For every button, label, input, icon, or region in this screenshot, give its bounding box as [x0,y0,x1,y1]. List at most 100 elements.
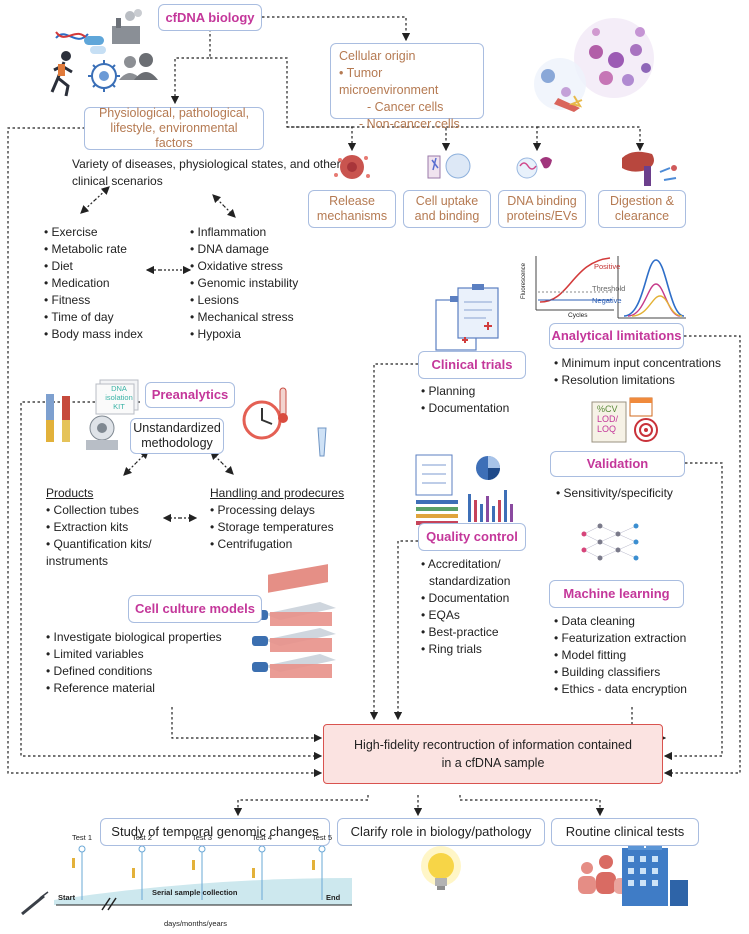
ml-list: • Data cleaning • Featurization extracti… [554,613,687,698]
list-item: • Minimum input concentrations [554,356,721,370]
dna-binding-box: DNA binding proteins/EVs [498,190,586,228]
clinical-trials-list: • Planning • Documentation [421,383,509,417]
timeline-graphic [21,845,352,916]
list-item: • Data cleaning [554,614,635,628]
pill-icon [84,36,104,45]
list-item: • Processing delays [210,503,315,517]
factors-box: Physiological, pathological, lifestyle, … [84,106,264,150]
list-item: • Best-practice [421,625,499,639]
list-item: • Inflammation [190,225,267,239]
handling-heading: Handling and prodecures [210,486,345,500]
list-item: • DNA damage [190,242,269,256]
timeline-collection: Serial sample collection [152,888,238,897]
quality-control-title: Quality control [418,523,526,551]
list-item: • EQAs [421,608,460,622]
kit-label-text: DNA isolation KIT [105,384,133,411]
lightbulb-icon [421,846,461,890]
factors-subtitle-text: Variety of diseases, physiological state… [72,157,341,188]
validation-icon-text: %CV LOD/ LOQ [597,404,618,434]
timeline-test-5: Test 5 [312,833,333,842]
handling-list: Handling and prodecures • Processing del… [210,485,344,553]
list-item: • Body mass index [44,327,143,341]
list-item: • Mechanical stress [190,310,294,324]
list-item: • Reference material [46,681,155,695]
chart-label-negative: Negative [592,296,622,305]
list-item: • Genomic instability [190,276,299,290]
timeline-test-2: Test 2 [132,833,153,842]
clock-thermometer-icon [242,387,327,457]
quality-charts-icon [415,454,513,525]
list-item: • Featurization extraction [554,631,687,645]
cellular-origin-item: - Non-cancer cells [359,117,460,131]
list-item: • Planning [421,384,476,398]
icon-text-line: LOQ [597,424,617,434]
factors-right-list: • Inflammation • DNA damage • Oxidative … [190,224,298,343]
dna-icon [55,31,89,41]
neural-network-icon [581,523,639,561]
products-list: Products • Collection tubes • Extraction… [46,485,152,570]
kit-label: DNA isolation KIT [100,384,138,411]
clinical-trials-title: Clinical trials [418,351,526,379]
list-item: • Centrifugation [210,537,293,551]
list-item: • Storage temperatures [210,520,334,534]
runner-icon [50,51,73,97]
analytical-limitations-title: Analytical limitations [549,323,684,349]
cell-culture-title: Cell culture models [128,595,262,623]
release-icon [334,155,370,179]
list-item: • Documentation [421,401,510,415]
list-item: • Lesions [190,293,239,307]
factory-icon [112,9,142,44]
machine-learning-title: Machine learning [549,580,684,608]
lab-equipment-icon [46,379,139,450]
dna-binding-icon [516,157,552,179]
cells-icon [534,18,654,112]
factors-left-list: • Exercise • Metabolic rate • Diet • Med… [44,224,143,343]
chart-label-threshold: Threshold [592,284,626,293]
list-item: • Fitness [44,293,91,307]
chart-label-positive: Positive [594,262,621,271]
list-item: • Extraction kits [46,520,129,534]
outcome-biology: Clarify role in biology/pathology [337,818,545,846]
cellular-origin-title: Cellular origin [339,49,416,63]
cell-uptake-box: Cell uptake and binding [403,190,491,228]
cell-uptake-icon [427,153,471,179]
list-item: • Time of day [44,310,114,324]
quality-list: • Accreditation/ standardization • Docum… [421,556,510,658]
list-item: • Documentation [421,591,510,605]
icon-text-line: LOD/ [597,414,619,424]
icon-text-line: %CV [597,404,618,414]
list-item: • Oxidative stress [190,259,283,273]
center-box: High-fidelity recontruction of informati… [323,724,663,784]
list-item: • Defined conditions [46,664,153,678]
list-item: instruments [46,554,109,568]
validation-icon [591,397,658,443]
digestion-icon [622,151,677,186]
factors-subtitle: Variety of diseases, physiological state… [72,156,342,190]
list-item: • Diet [44,259,73,273]
list-item: • Ring trials [421,642,482,656]
list-item: • Hypoxia [190,327,241,341]
list-item: • Metabolic rate [44,242,127,256]
list-item: standardization [429,574,511,588]
timeline-start: Start [58,893,76,902]
outcome-temporal: Study of temporal genomic changes [100,818,330,846]
list-item: • Sensitivity/specificity [556,486,673,500]
timeline-test-3: Test 3 [192,833,213,842]
list-item: • Model fitting [554,648,627,662]
validation-title: Validation [550,451,685,477]
outcome-clinical-tests: Routine clinical tests [551,818,699,846]
pill-icon [90,46,106,54]
timeline-end: End [326,893,341,902]
list-item: • Limited variables [46,647,144,661]
timeline-test-4: Test 4 [252,833,273,842]
list-item: • Collection tubes [46,503,139,517]
list-item: • Exercise [44,225,98,239]
cellular-origin-box: Cellular origin • Tumor microenvironment… [330,43,484,131]
amplification-chart-icon [535,256,686,319]
timeline-duration: days/months/years [164,919,227,928]
cfdna-biology-title: cfDNA biology [158,4,262,31]
list-item: • Investigate biological properties [46,630,222,644]
cellular-origin-item: • Tumor microenvironment [339,66,439,97]
